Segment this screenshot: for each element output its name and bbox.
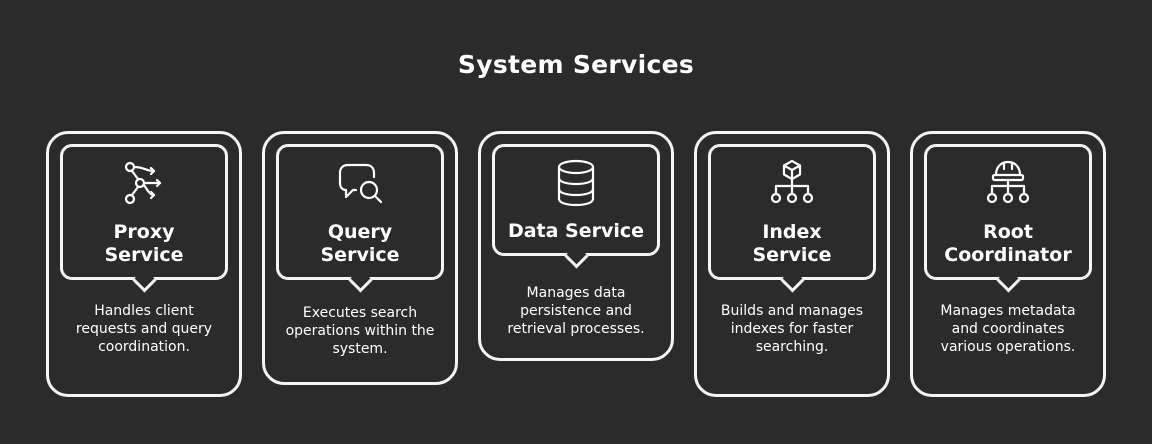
service-header-box: Data Service	[492, 144, 660, 256]
service-card-query: Query Service Executes search operations…	[262, 131, 458, 385]
service-name: Query	[327, 221, 393, 243]
service-name-line2: Service	[104, 244, 184, 266]
service-header-box: Index Service	[708, 144, 876, 280]
service-card-root-coordinator: Root Coordinator Manages metadata and co…	[910, 131, 1106, 397]
service-name-line2: Service	[320, 244, 400, 266]
service-name: Root	[983, 221, 1033, 243]
service-card-proxy: Proxy Service Handles client requests an…	[46, 131, 242, 397]
service-header-box: Query Service	[276, 144, 444, 280]
service-card-index: Index Service Builds and manages indexes…	[694, 131, 890, 397]
service-description: Handles client requests and query coordi…	[75, 303, 213, 355]
helmet-hierarchy-icon	[982, 157, 1034, 209]
service-card-data: Data Service Manages data persistence an…	[478, 131, 674, 361]
service-name: Index	[762, 221, 822, 243]
chat-search-icon	[334, 157, 386, 209]
service-description: Executes search operations within the sy…	[285, 305, 435, 357]
service-header-box: Proxy Service	[60, 144, 228, 280]
service-name: Proxy	[113, 221, 175, 243]
hierarchy-box-icon	[766, 157, 818, 209]
service-header-box: Root Coordinator	[924, 144, 1092, 280]
service-description: Manages data persistence and retrieval p…	[507, 285, 645, 337]
service-description: Manages metadata and coordinates various…	[940, 303, 1076, 355]
service-name: Data Service	[507, 220, 645, 242]
service-name-line2: Coordinator	[944, 244, 1072, 266]
service-name-line2: Service	[752, 244, 832, 266]
service-description: Builds and manages indexes for faster se…	[720, 303, 864, 355]
database-icon	[550, 157, 602, 209]
diagram-title: System Services	[457, 50, 695, 79]
network-branch-icon	[118, 157, 170, 209]
